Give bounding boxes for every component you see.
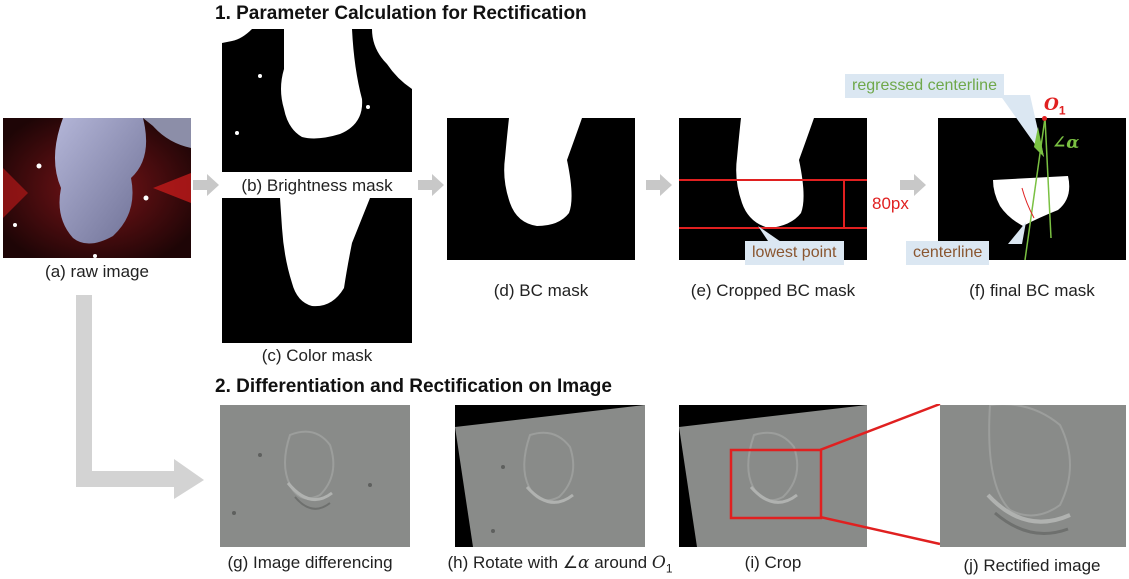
caption-j: (j) Rectified image (963, 556, 1101, 575)
arrow-right-icon (900, 174, 926, 196)
cropped-bc-mask-panel (679, 118, 867, 260)
rotated-image (455, 405, 645, 547)
rotated-image-panel (455, 405, 645, 547)
caption-f: (f) final BC mask (969, 281, 1095, 300)
caption-i: (i) Crop (744, 553, 802, 572)
differenced-image-panel (220, 405, 410, 547)
cropped-bc-mask (679, 118, 867, 229)
l-arrow-icon (76, 295, 204, 499)
distance-label: 80px (872, 194, 909, 213)
section1-title: 1. Parameter Calculation for Rectificati… (215, 3, 587, 24)
lowest-point-label: lowest point (745, 241, 844, 265)
lowest-point-pointer (758, 226, 784, 244)
caption-d: (d) BC mask (493, 281, 589, 300)
raw-image-panel (3, 118, 191, 258)
origin-dot (1042, 116, 1047, 121)
crop-image (679, 405, 867, 547)
regressed-centerline-label: regressed centerline (845, 74, 1004, 98)
angle-label: ∠α (1052, 133, 1080, 153)
arrow-right-icon (418, 174, 444, 196)
color-mask (222, 198, 387, 307)
caption-e: (e) Cropped BC mask (690, 281, 856, 300)
centerline-line (1024, 118, 1046, 260)
centerline-label: centerline (906, 241, 990, 265)
section2-title: 2. Differentiation and Rectification on … (215, 376, 612, 397)
brightness-mask (222, 29, 412, 139)
bc-mask-panel (447, 118, 635, 260)
rectified-image (940, 405, 1126, 547)
arrow-right-icon (193, 174, 219, 196)
raw-image (3, 118, 191, 258)
final-bc-mask-panel (938, 118, 1126, 260)
rectified-image-panel (940, 405, 1126, 547)
brightness-mask-panel (222, 29, 412, 172)
regressed-pointer (1000, 95, 1044, 157)
caption-h: (h) Rotate with ∠α around O1 (447, 553, 673, 576)
differenced-image (220, 405, 410, 547)
caption-b: (b) Brightness mask (241, 176, 393, 195)
caption-a: (a) raw image (45, 262, 149, 281)
final-bc-mask (993, 118, 1070, 260)
bc-mask (504, 118, 582, 226)
zoom-lines (820, 404, 941, 546)
crop-rectangle (729, 448, 823, 520)
crop-image-panel (679, 405, 867, 547)
origin-label: O1 (1044, 95, 1066, 118)
caption-g: (g) Image differencing (227, 553, 393, 572)
caption-c: (c) Color mask (261, 346, 373, 365)
vertical-line (1044, 118, 1052, 239)
centerline-pointer (1008, 222, 1026, 244)
arrow-right-icon (646, 174, 672, 196)
color-mask-panel (222, 198, 412, 343)
